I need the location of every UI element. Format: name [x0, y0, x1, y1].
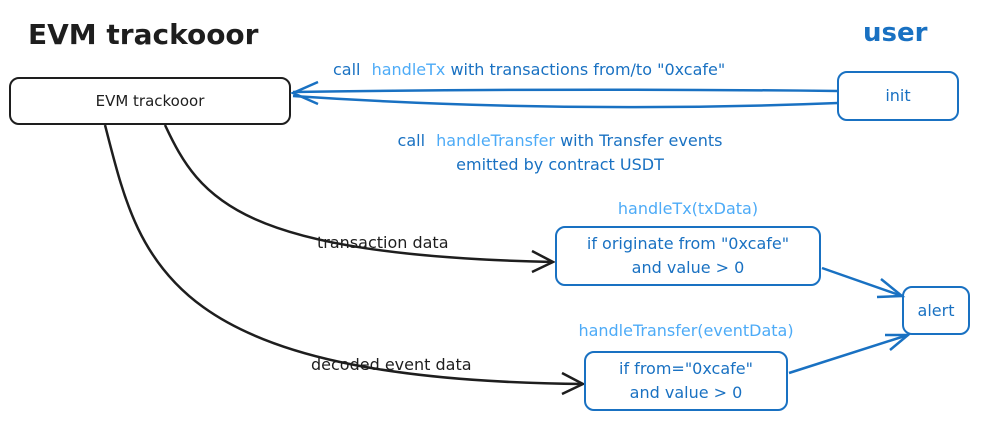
- edge-label-call-handletransfer-line2: emitted by contract USDT: [456, 155, 664, 174]
- edge-label-call-handletx: call handleTx with transactions from/to …: [333, 60, 725, 79]
- node-alert[interactable]: alert: [902, 286, 970, 335]
- title-user: user: [863, 18, 928, 48]
- handler-label-handletx: handleTx(txData): [618, 199, 758, 218]
- node-transfer-filter[interactable]: if from="0xcafe" and value > 0: [584, 351, 788, 411]
- edge-transfer-filter-to-alert: [788, 333, 912, 375]
- edge-tx-filter-to-alert: [821, 266, 906, 299]
- node-evm-trackooor-label: EVM trackooor: [96, 92, 206, 110]
- node-alert-label: alert: [918, 301, 955, 320]
- edge-init-to-tracker: [289, 80, 839, 109]
- node-tx-filter-line2: and value > 0: [632, 258, 745, 277]
- handler-label-handletransfer: handleTransfer(eventData): [578, 321, 793, 340]
- edge-label-call-handletransfer: call handleTransfer with Transfer events: [398, 131, 723, 150]
- edge-label-transaction-data: transaction data: [317, 233, 449, 252]
- node-init[interactable]: init: [837, 71, 959, 121]
- edge-decoded-event-data: [103, 124, 586, 396]
- node-tx-filter-line1: if originate from "0xcafe": [587, 234, 789, 253]
- node-transfer-filter-line1: if from="0xcafe": [619, 359, 753, 378]
- node-tx-filter[interactable]: if originate from "0xcafe" and value > 0: [555, 226, 821, 286]
- edge-transaction-data: [163, 124, 556, 274]
- node-evm-trackooor[interactable]: EVM trackooor: [9, 77, 291, 125]
- node-init-label: init: [885, 86, 910, 105]
- edge-label-decoded-event-data: decoded event data: [311, 355, 472, 374]
- node-transfer-filter-line2: and value > 0: [630, 383, 743, 402]
- title-evm-trackooor: EVM trackooor: [28, 18, 259, 51]
